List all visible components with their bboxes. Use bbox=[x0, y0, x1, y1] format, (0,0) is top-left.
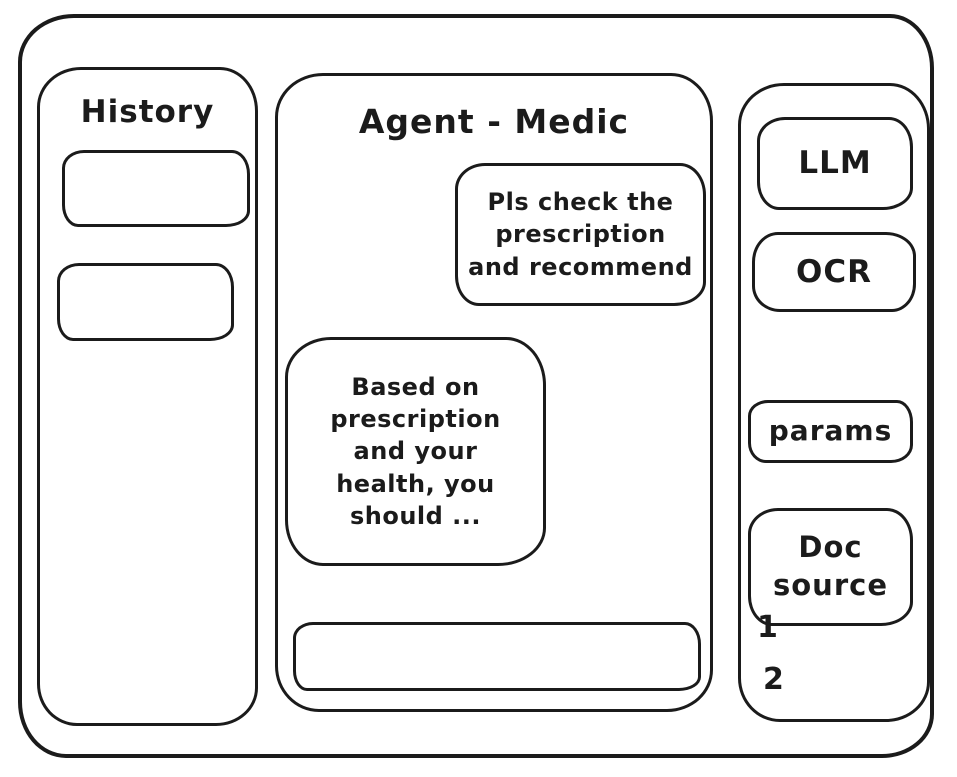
params-button[interactable]: params bbox=[748, 400, 913, 463]
history-title: History bbox=[80, 94, 215, 130]
llm-button[interactable]: LLM bbox=[757, 117, 913, 210]
doc-source-item-1[interactable]: 1 bbox=[757, 610, 778, 645]
chat-panel: Agent - Medic Pls check the prescription… bbox=[275, 73, 713, 712]
history-sidebar: History bbox=[37, 67, 258, 726]
tools-sidebar: LLM OCR params Doc source 1 2 bbox=[738, 83, 930, 722]
assistant-message-bubble: Based on prescription and your health, y… bbox=[285, 337, 546, 566]
ocr-button[interactable]: OCR bbox=[752, 232, 916, 312]
app-window: History Agent - Medic Pls check the pres… bbox=[18, 14, 934, 758]
message-input[interactable] bbox=[293, 622, 701, 691]
user-message-bubble: Pls check the prescription and recommend bbox=[455, 163, 706, 306]
chat-title: Agent - Medic bbox=[358, 102, 630, 141]
history-item[interactable] bbox=[57, 263, 234, 341]
history-item[interactable] bbox=[62, 150, 250, 227]
doc-source-item-2[interactable]: 2 bbox=[763, 662, 784, 697]
doc-source-button[interactable]: Doc source bbox=[748, 508, 913, 626]
